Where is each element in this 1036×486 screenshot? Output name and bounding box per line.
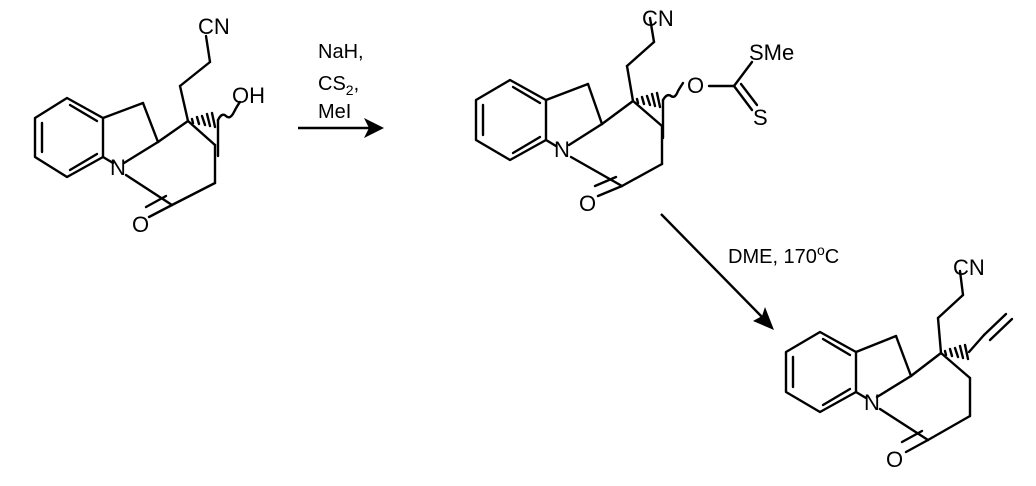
- hydroxyl-label: OH: [232, 83, 265, 108]
- reagents-step-1: NaH, CS2, MeI: [318, 41, 364, 123]
- reaction-arrow-2: [660, 213, 774, 330]
- xanthate-intermediate: CN O SMe S N O: [474, 6, 794, 216]
- xanthate-intermediate-atom-labels: CN O SMe S N O: [554, 6, 794, 216]
- nitrile-label: CN: [642, 6, 674, 31]
- nitrogen-label: N: [864, 390, 880, 415]
- reagent-nah: NaH,: [318, 41, 364, 63]
- reaction-arrow-1: [298, 118, 384, 138]
- carbonyl-oxygen-label: O: [132, 212, 149, 237]
- alkene-product: CN N O: [784, 255, 1014, 472]
- thione-sulfur-label: S: [753, 105, 768, 130]
- nitrile-label: CN: [198, 14, 230, 39]
- starting-material-bonds: [33, 34, 242, 219]
- xanthate-intermediate-bonds: [474, 16, 759, 198]
- carbonyl-oxygen-label: O: [886, 447, 903, 472]
- alkene-product-bonds: [784, 269, 1014, 454]
- reagent-mei: MeI: [318, 101, 351, 123]
- nitrile-label: CN: [953, 255, 985, 280]
- nitrogen-label: N: [554, 137, 570, 162]
- reagents-step-2: DME, 170oC: [728, 242, 839, 268]
- nitrogen-label: N: [110, 155, 126, 180]
- ether-oxygen-label: O: [687, 73, 704, 98]
- reagent-cs2: CS2,: [318, 73, 359, 98]
- reagent-dme-temperature: DME, 170oC: [728, 242, 839, 268]
- starting-material-atom-labels: CN OH N O: [110, 14, 265, 237]
- starting-material: CN OH N O: [33, 14, 265, 237]
- alkene-product-atom-labels: CN N O: [864, 255, 985, 472]
- thiomethyl-label: SMe: [749, 40, 794, 65]
- carbonyl-oxygen-label: O: [579, 191, 596, 216]
